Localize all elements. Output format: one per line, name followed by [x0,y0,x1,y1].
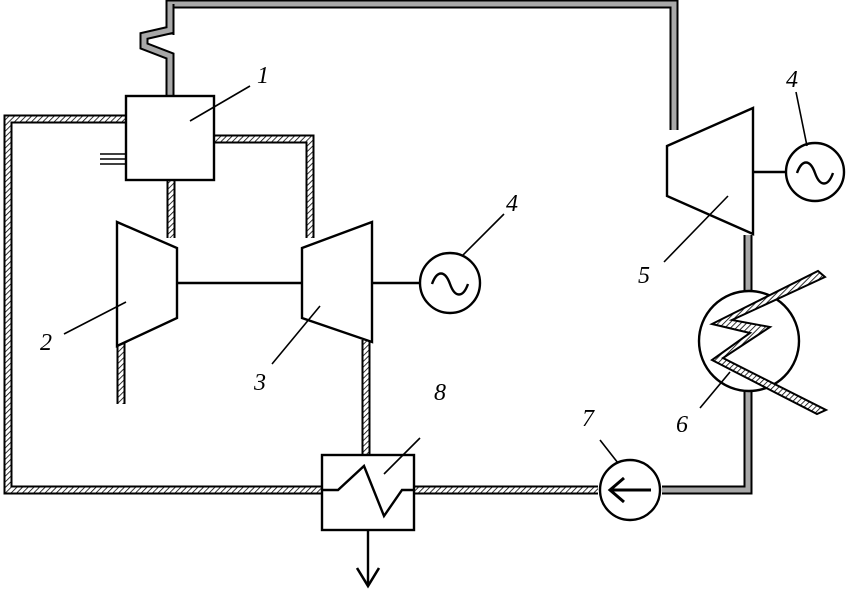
label-2: 2 [40,330,52,356]
generator-gas [372,213,505,315]
down-arrow-icon [355,567,381,589]
label-3: 3 [253,370,266,396]
left-arrow-icon [607,476,651,504]
label-7: 7 [582,406,595,432]
steam-turbine [663,106,755,263]
label-4-steam: 4 [786,67,798,93]
label-8: 8 [434,380,446,406]
hatched-pipes [3,114,598,495]
sine-wave-icon [430,272,470,296]
triple-line-icon [100,153,126,165]
sine-wave-icon [795,161,835,185]
combustion-chamber [100,85,251,182]
label-4-gas: 4 [506,191,518,217]
label-1: 1 [257,63,269,89]
label-6: 6 [676,412,688,438]
heating-coil [709,269,829,416]
steam-loop-pipe [139,0,753,495]
generator-steam [753,91,846,203]
gas-turbine [271,220,374,365]
pump [598,439,662,522]
compressor [63,220,179,348]
labels: 1 2 3 4 4 5 6 7 8 [40,63,798,438]
boiler [697,269,829,416]
label-5: 5 [638,263,650,289]
heat-exchanger [320,437,421,589]
